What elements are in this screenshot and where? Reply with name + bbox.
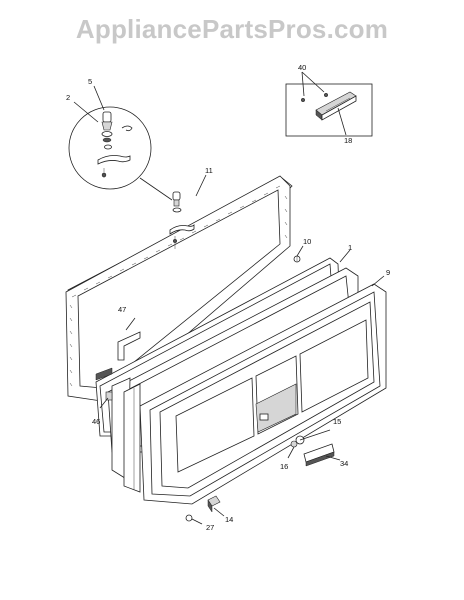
screw-10	[293, 245, 304, 263]
callout-18: 18	[344, 136, 352, 145]
callout-27: 27	[206, 523, 214, 532]
door-edge-strips	[111, 377, 141, 493]
callout-15: 15	[333, 417, 341, 426]
hinge-hardware	[169, 191, 195, 249]
callout-46: 46	[92, 417, 100, 426]
watermark: AppliancePartsPros.com	[75, 14, 389, 44]
hinge-bolt-46	[95, 367, 113, 409]
door-front-frame	[139, 283, 387, 505]
callout-11: 11	[205, 166, 213, 175]
lock-assembly	[287, 429, 341, 467]
callout-47: 47	[118, 305, 126, 314]
callout-5: 5	[88, 77, 92, 86]
detail-leader-line	[139, 177, 173, 201]
handle-detail-inset	[285, 83, 373, 137]
lock-block-14	[207, 495, 225, 517]
callout-34: 34	[340, 459, 348, 468]
hinge-detail-circle	[68, 106, 152, 190]
callout-40: 40	[298, 63, 306, 72]
screw-27	[185, 514, 203, 525]
leader-lines	[73, 71, 385, 287]
callout-10: 10	[303, 237, 311, 246]
callout-14: 14	[225, 515, 233, 524]
callout-16: 16	[280, 462, 288, 471]
callout-labels: 40 18 5 2 11 10 1 9 47 46 15 16 34 14 27	[66, 63, 390, 532]
bracket-47	[117, 317, 141, 361]
callout-9: 9	[386, 268, 390, 277]
callout-2: 2	[66, 93, 70, 102]
callout-1: 1	[348, 243, 352, 252]
